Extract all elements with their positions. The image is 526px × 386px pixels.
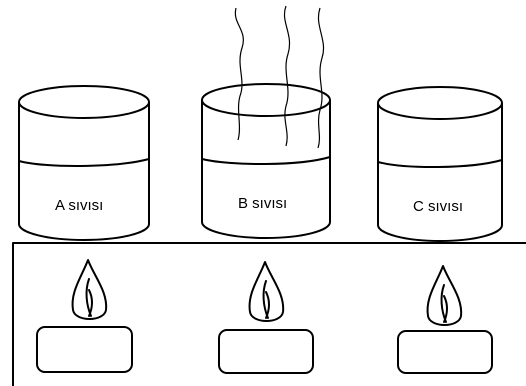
candle-1 xyxy=(36,259,133,373)
candle-body-1 xyxy=(36,326,133,373)
container-a: A sıvısı xyxy=(18,85,150,241)
container-b-label: B sıvısı xyxy=(238,195,287,212)
container-c: C sıvısı xyxy=(377,86,503,242)
flame-icon xyxy=(248,261,285,322)
candle-body-3 xyxy=(397,330,493,374)
candle-body-2 xyxy=(218,329,314,374)
container-c-label: C sıvısı xyxy=(413,198,463,215)
steam-icon xyxy=(234,5,324,149)
candle-2 xyxy=(218,261,314,374)
candle-3 xyxy=(397,265,493,374)
flame-icon xyxy=(426,265,463,326)
heating-stand xyxy=(12,242,526,386)
container-b: B sıvısı xyxy=(201,83,331,239)
container-a-label: A sıvısı xyxy=(55,197,103,214)
flame-icon xyxy=(71,259,108,320)
